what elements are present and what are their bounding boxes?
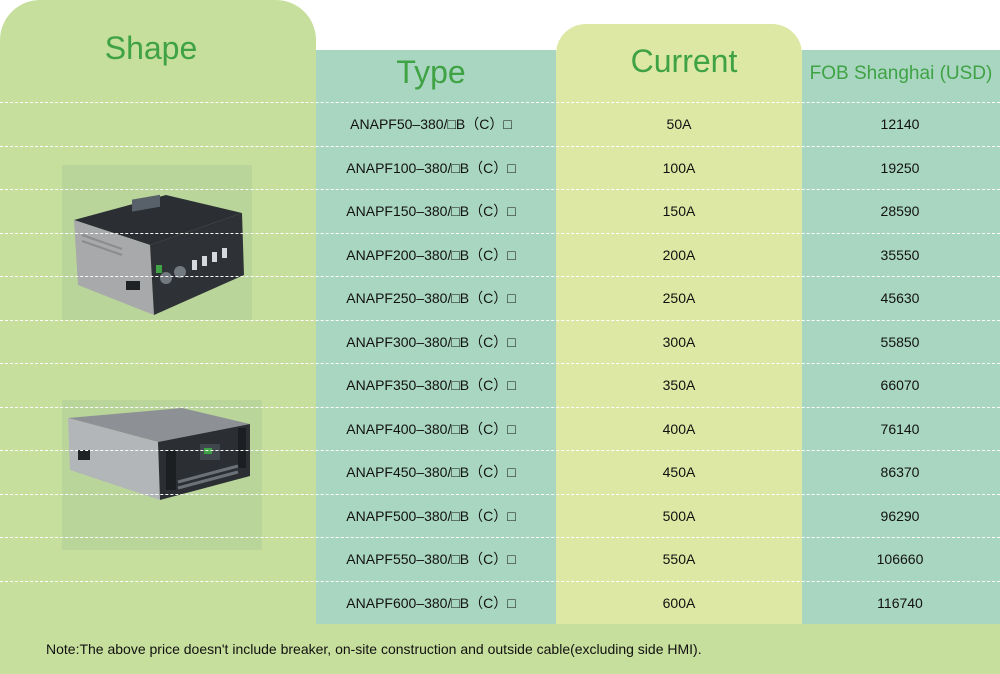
price-cell: 28590 (880, 203, 920, 219)
current-cell: 50A (666, 116, 692, 132)
price-cell: 106660 (876, 551, 924, 567)
current-cell: 500A (662, 508, 696, 524)
current-header: Current (630, 43, 738, 79)
row-separator (0, 189, 1000, 190)
price-cell: 35550 (880, 247, 920, 263)
type-cell: ANAPF150–380/□B（C）□ (346, 203, 516, 219)
type-cell: ANAPF500–380/□B（C）□ (346, 508, 516, 524)
shape-column (0, 0, 316, 674)
fob-column (802, 50, 1000, 674)
current-cell: 400A (662, 421, 696, 437)
type-cell: ANAPF50–380/□B（C）□ (350, 116, 512, 132)
current-cell: 200A (662, 247, 696, 263)
current-cell: 250A (662, 290, 696, 306)
price-cell: 76140 (880, 421, 920, 437)
price-cell: 116740 (877, 595, 923, 611)
note-text: Note:The above price doesn't include bre… (46, 641, 702, 657)
current-cell: 100A (662, 160, 696, 176)
price-cell: 55850 (880, 334, 920, 350)
row-separator (0, 146, 1000, 147)
row-separator (0, 581, 1000, 582)
current-cell: 550A (662, 551, 696, 567)
price-cell: 86370 (880, 464, 920, 480)
price-cell: 12140 (880, 116, 920, 132)
row-separator (0, 276, 1000, 277)
type-cell: ANAPF600–380/□B（C）□ (346, 595, 516, 611)
wall-mounted-apf-image (62, 165, 252, 320)
row-separator (0, 407, 1000, 408)
price-cell: 66070 (880, 377, 920, 393)
current-cell: 350A (662, 377, 696, 393)
type-header: Type (396, 54, 466, 90)
type-column (316, 50, 556, 674)
type-cell: ANAPF400–380/□B（C）□ (346, 421, 516, 437)
type-cell: ANAPF550–380/□B（C）□ (346, 551, 516, 567)
row-separator (0, 233, 1000, 234)
type-cell: ANAPF200–380/□B（C）□ (346, 247, 516, 263)
row-separator (0, 363, 1000, 364)
rack-mounted-apf-image (62, 400, 262, 550)
type-cell: ANAPF100–380/□B（C）□ (346, 160, 516, 176)
current-cell: 150A (662, 203, 696, 219)
current-cell: 300A (662, 334, 696, 350)
row-separator (0, 450, 1000, 451)
price-cell: 45630 (880, 290, 920, 306)
type-cell: ANAPF300–380/□B（C）□ (346, 334, 516, 350)
type-cell: ANAPF250–380/□B（C）□ (346, 290, 516, 306)
current-cell: 600A (662, 595, 696, 611)
price-cell: 19250 (880, 160, 920, 176)
fob-header: FOB Shanghai (USD) (809, 63, 993, 84)
type-cell: ANAPF350–380/□B（C）□ (346, 377, 516, 393)
row-separator (0, 537, 1000, 538)
row-separator (0, 102, 1000, 103)
row-separator (0, 320, 1000, 321)
current-cell: 450A (662, 464, 696, 480)
row-separator (0, 494, 1000, 495)
note-band (0, 624, 1000, 674)
type-cell: ANAPF450–380/□B（C）□ (346, 464, 516, 480)
price-cell: 96290 (880, 508, 920, 524)
current-column (556, 24, 802, 674)
shape-header: Shape (104, 30, 198, 66)
